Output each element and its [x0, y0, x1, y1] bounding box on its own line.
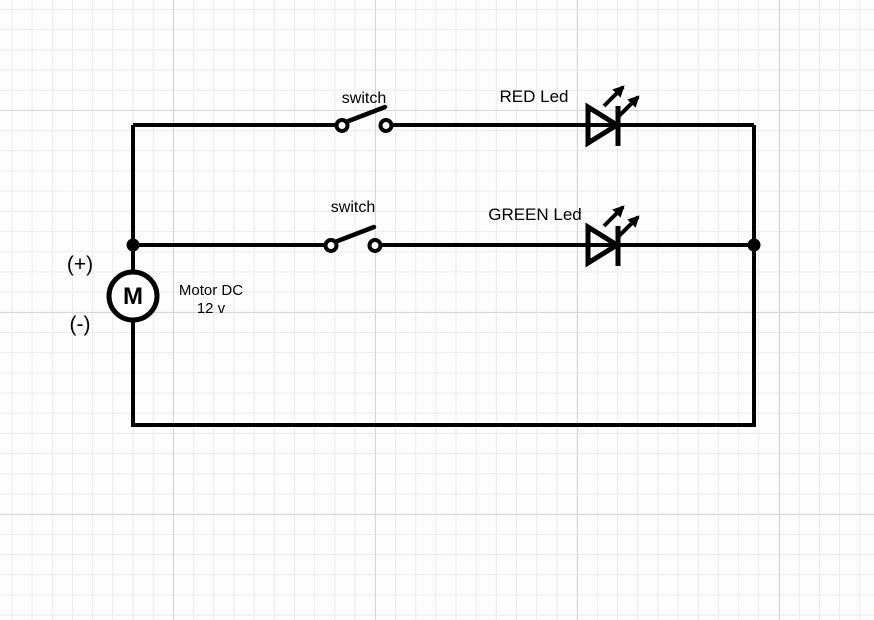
led-red-label[interactable]: RED Led	[500, 87, 569, 106]
switch-top-lever	[343, 104, 388, 125]
switch-bottom[interactable]	[323, 224, 383, 253]
led-red-emission-arrow-2	[617, 95, 640, 118]
switch-bottom-contact-left	[323, 238, 339, 253]
switch-top-label[interactable]: switch	[342, 90, 386, 107]
led-red-triangle	[585, 102, 622, 148]
motor-circle	[106, 269, 160, 323]
switch-bottom-label[interactable]: switch	[331, 199, 375, 216]
led-green-triangle	[585, 222, 622, 268]
motor-symbol-letter: M	[123, 283, 143, 310]
switch-top[interactable]	[334, 104, 394, 133]
polarity-negative-label[interactable]: (-)	[70, 313, 91, 336]
switch-top-contact-right	[378, 118, 394, 133]
led-green-emission-arrow-2	[617, 215, 640, 238]
junction-dot-right[interactable]	[747, 238, 761, 252]
switch-bottom-contact-right	[367, 238, 383, 253]
circuit-wires	[126, 123, 761, 427]
motor-name-label[interactable]: Motor DC	[179, 282, 243, 299]
led-green[interactable]	[585, 205, 640, 268]
led-red[interactable]	[585, 85, 640, 148]
junction-dot-left[interactable]	[126, 238, 140, 252]
polarity-positive-label[interactable]: (+)	[67, 253, 93, 276]
switch-bottom-lever	[332, 224, 377, 245]
led-green-label[interactable]: GREEN Led	[488, 205, 582, 224]
motor[interactable]: M	[106, 269, 160, 323]
switch-top-contact-left	[334, 118, 350, 133]
motor-voltage-label[interactable]: 12 v	[197, 300, 226, 317]
led-green-emission-arrow-1	[602, 205, 625, 228]
led-red-emission-arrow-1	[602, 85, 625, 108]
